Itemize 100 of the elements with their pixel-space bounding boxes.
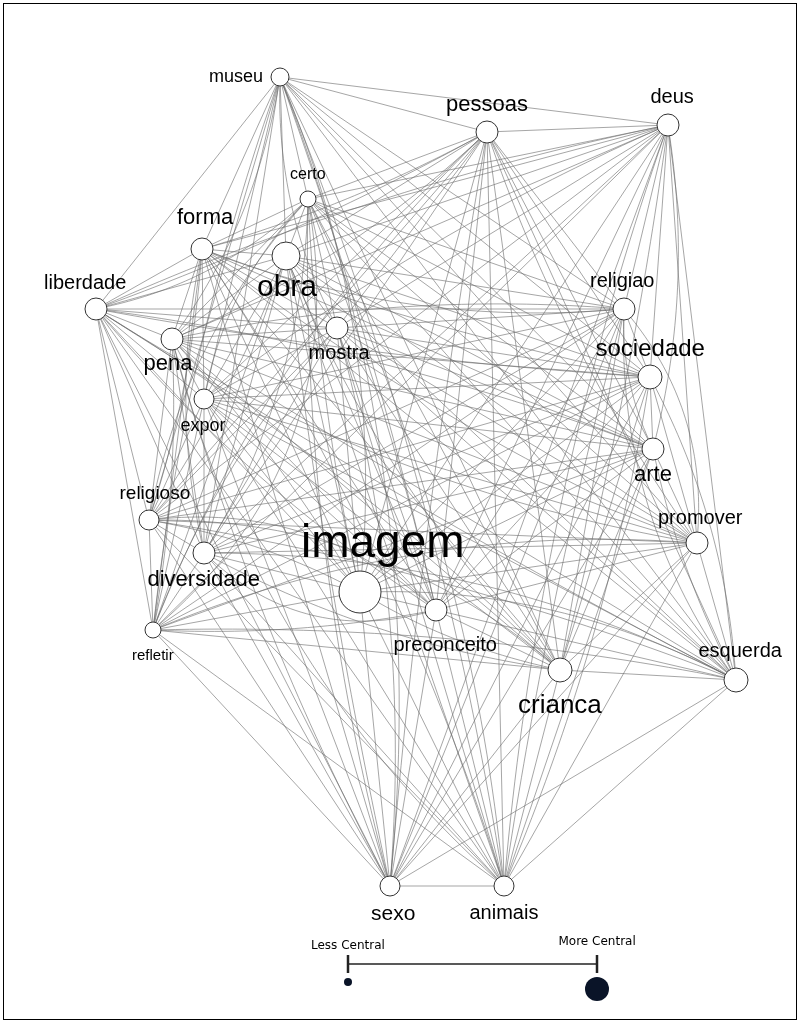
connector-line — [209, 337, 332, 544]
connector-line — [655, 135, 679, 439]
connector-line — [158, 521, 726, 676]
connector-line — [212, 332, 328, 395]
connector-line — [281, 85, 307, 192]
connector-line — [394, 387, 645, 878]
connector-line — [506, 459, 650, 877]
connector-line — [159, 634, 497, 881]
connector-line — [149, 349, 171, 511]
connector-line — [153, 85, 278, 623]
connector-line — [396, 550, 690, 879]
connector-line — [154, 268, 282, 512]
connector-line — [627, 318, 646, 367]
node-label: religiao — [590, 269, 655, 291]
connector-line — [310, 206, 434, 600]
connector-line — [160, 539, 687, 628]
connector-line — [377, 602, 549, 668]
connector-line — [365, 142, 485, 573]
connector-line — [563, 388, 647, 659]
connector-line — [436, 142, 487, 600]
connector-line — [655, 387, 736, 669]
connector-line — [158, 516, 428, 604]
connector-line — [445, 614, 550, 666]
connector-line — [180, 263, 275, 333]
connector-line — [371, 133, 663, 575]
connector-line — [154, 349, 174, 623]
connector-line — [206, 258, 352, 574]
connector-line — [211, 129, 659, 394]
node-label: liberdade — [44, 271, 127, 293]
connector-line — [298, 262, 644, 445]
node-label: museu — [209, 67, 264, 87]
connector-line — [288, 269, 356, 572]
connector-line — [209, 562, 386, 878]
connector-line — [313, 204, 729, 672]
connector-line — [511, 687, 728, 880]
connector-line — [213, 314, 615, 548]
connector-line — [346, 130, 659, 323]
connector-line — [374, 316, 617, 577]
connector-line — [182, 339, 639, 377]
node-label: certo — [290, 165, 326, 183]
connector-line — [157, 561, 199, 624]
connector-line — [160, 628, 725, 678]
node-label: expor — [180, 416, 226, 436]
connector-line — [104, 315, 197, 393]
connector-line — [657, 458, 693, 534]
connector-line — [506, 681, 558, 877]
connector-line — [181, 342, 688, 540]
connector-line — [106, 204, 303, 307]
connector-line — [106, 259, 273, 307]
connector-line — [337, 338, 359, 572]
node-label: preconceito — [393, 633, 497, 655]
connector-line — [210, 406, 348, 576]
connector-line — [211, 202, 302, 245]
connector-line — [209, 140, 482, 545]
connector-line — [391, 620, 435, 877]
connector-line — [175, 259, 199, 329]
node-label: esquerda — [698, 639, 782, 661]
connector-line — [211, 560, 498, 879]
connector-line — [308, 206, 356, 572]
connector-line — [213, 557, 549, 669]
node-label: pena — [143, 351, 193, 376]
connector-line — [668, 135, 697, 533]
connector-line — [280, 85, 286, 243]
connector-line — [213, 381, 640, 550]
node-label: crianca — [518, 689, 602, 719]
connector-line — [106, 310, 639, 377]
connector-line — [105, 254, 193, 304]
node-label: promover — [658, 506, 743, 528]
connector-line — [211, 404, 551, 664]
connector-line — [106, 309, 327, 328]
connector-line — [380, 591, 726, 675]
connector-line — [492, 140, 644, 368]
connector-line — [160, 595, 340, 629]
connector-line — [156, 131, 660, 515]
connector-line — [206, 269, 283, 543]
connector-line — [290, 206, 306, 244]
connector-line — [105, 314, 552, 662]
connector-line — [491, 141, 732, 670]
connector-line — [211, 254, 328, 323]
connector-line — [185, 259, 202, 543]
connector-line — [207, 408, 387, 877]
connector-line — [368, 610, 500, 878]
connector-line — [297, 263, 689, 537]
connector-line — [208, 407, 500, 878]
connector-line — [212, 136, 478, 247]
connector-line — [102, 317, 499, 879]
connector-line — [157, 524, 195, 548]
connector-line — [287, 81, 616, 304]
connector-line — [626, 135, 666, 299]
connector-line — [159, 314, 616, 626]
connector-line — [652, 388, 695, 533]
connector-line — [309, 206, 335, 318]
legend-label: Less Central — [311, 938, 385, 952]
connector-line — [361, 612, 390, 877]
connector-line — [291, 268, 552, 662]
connector-line — [347, 329, 639, 376]
connector-line — [173, 349, 203, 543]
connector-line — [179, 346, 429, 603]
connector-line — [299, 257, 614, 308]
connector-line — [182, 328, 327, 339]
